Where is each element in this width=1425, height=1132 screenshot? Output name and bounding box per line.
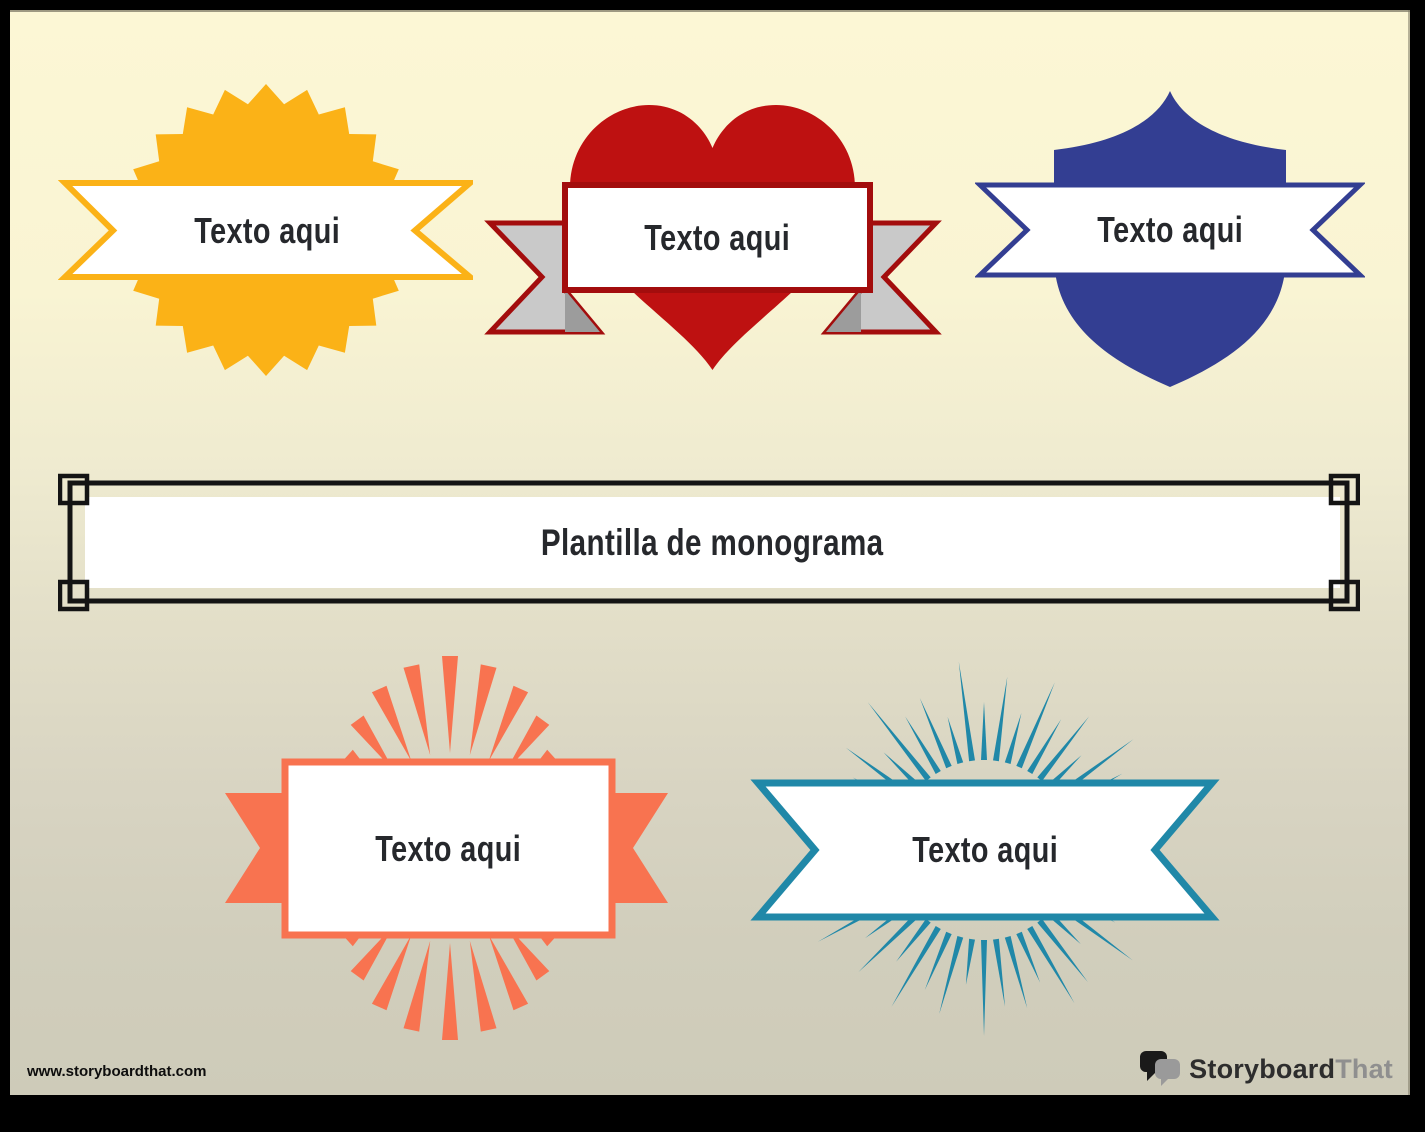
heart-badge xyxy=(484,105,942,370)
sunburst-rays-bottom xyxy=(342,911,558,1040)
ribbon-fold-right xyxy=(826,290,861,332)
heart-badge-label: Texto aqui xyxy=(644,216,791,258)
starburst-banner xyxy=(750,779,1220,921)
sunburst-panel xyxy=(281,758,616,939)
logo-text: StoryboardThat xyxy=(1189,1054,1393,1085)
shield-badge-label: Texto aqui xyxy=(1097,209,1243,250)
starburst-badge-label: Texto aqui xyxy=(912,829,1059,870)
frame-corner-square-br xyxy=(1328,579,1360,612)
shield-banner xyxy=(975,182,1365,278)
seal-badge xyxy=(58,84,473,376)
frame-corner-square-tl xyxy=(58,473,90,506)
starburst-badge xyxy=(750,661,1220,1036)
sunburst-badge-label: Texto aqui xyxy=(375,827,522,869)
sunburst-badge xyxy=(225,656,668,1040)
watermark-url: www.storyboardthat.com xyxy=(27,1063,207,1080)
title-frame-rect xyxy=(67,480,1350,604)
frame-corner-square-tr xyxy=(1328,473,1360,506)
title-frame xyxy=(58,473,1360,612)
logo-text-primary: Storyboard xyxy=(1189,1053,1336,1084)
title-white-panel xyxy=(85,497,1340,588)
ribbon-fold-left xyxy=(565,290,600,332)
frame-corner-square-bl xyxy=(58,579,90,612)
heart-banner xyxy=(562,182,873,293)
storyboardthat-logo: StoryboardThat xyxy=(1138,1048,1393,1090)
shield-badge xyxy=(975,91,1365,387)
seal-ribbon-banner xyxy=(58,180,473,280)
seal-badge-label: Texto aqui xyxy=(194,209,341,251)
sunburst-rays-top xyxy=(342,656,558,785)
logo-text-secondary: That xyxy=(1335,1053,1393,1084)
page-title: Plantilla de monograma xyxy=(541,521,884,563)
speech-bubbles-icon xyxy=(1140,1051,1181,1086)
